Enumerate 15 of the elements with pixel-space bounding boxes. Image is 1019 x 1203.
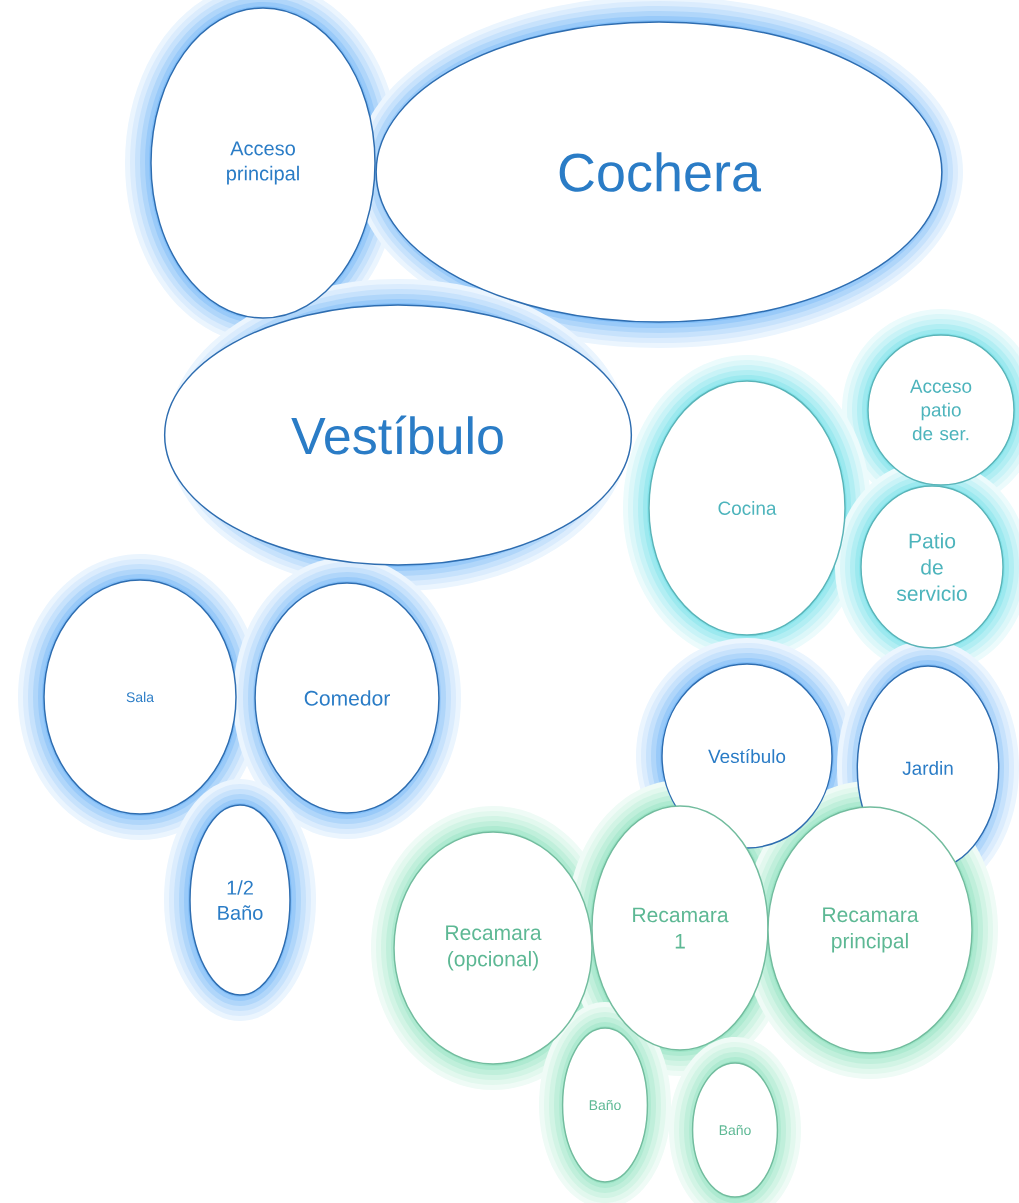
room-bubble: Baño [691,1062,779,1198]
room-bubble: Vestíbulo [163,304,633,566]
room-bubble: Baño [561,1027,649,1183]
room-bubble: Patio de servicio [860,485,1004,649]
room-bubble: Vestíbulo [661,663,833,849]
room-bubble: Recamara principal [767,806,973,1054]
room-bubble: Sala [43,579,237,815]
room-bubble: Recamara 1 [591,805,769,1051]
room-bubble: 1/2 Baño [189,804,291,996]
room-bubble: Acceso patio de ser. [867,334,1015,486]
room-bubble: Acceso principal [150,7,376,319]
room-bubble: Recamara (opcional) [393,831,593,1065]
node-label: Jardin [902,761,953,775]
room-bubble: Cocina [648,380,846,636]
room-bubble: Comedor [254,582,440,814]
